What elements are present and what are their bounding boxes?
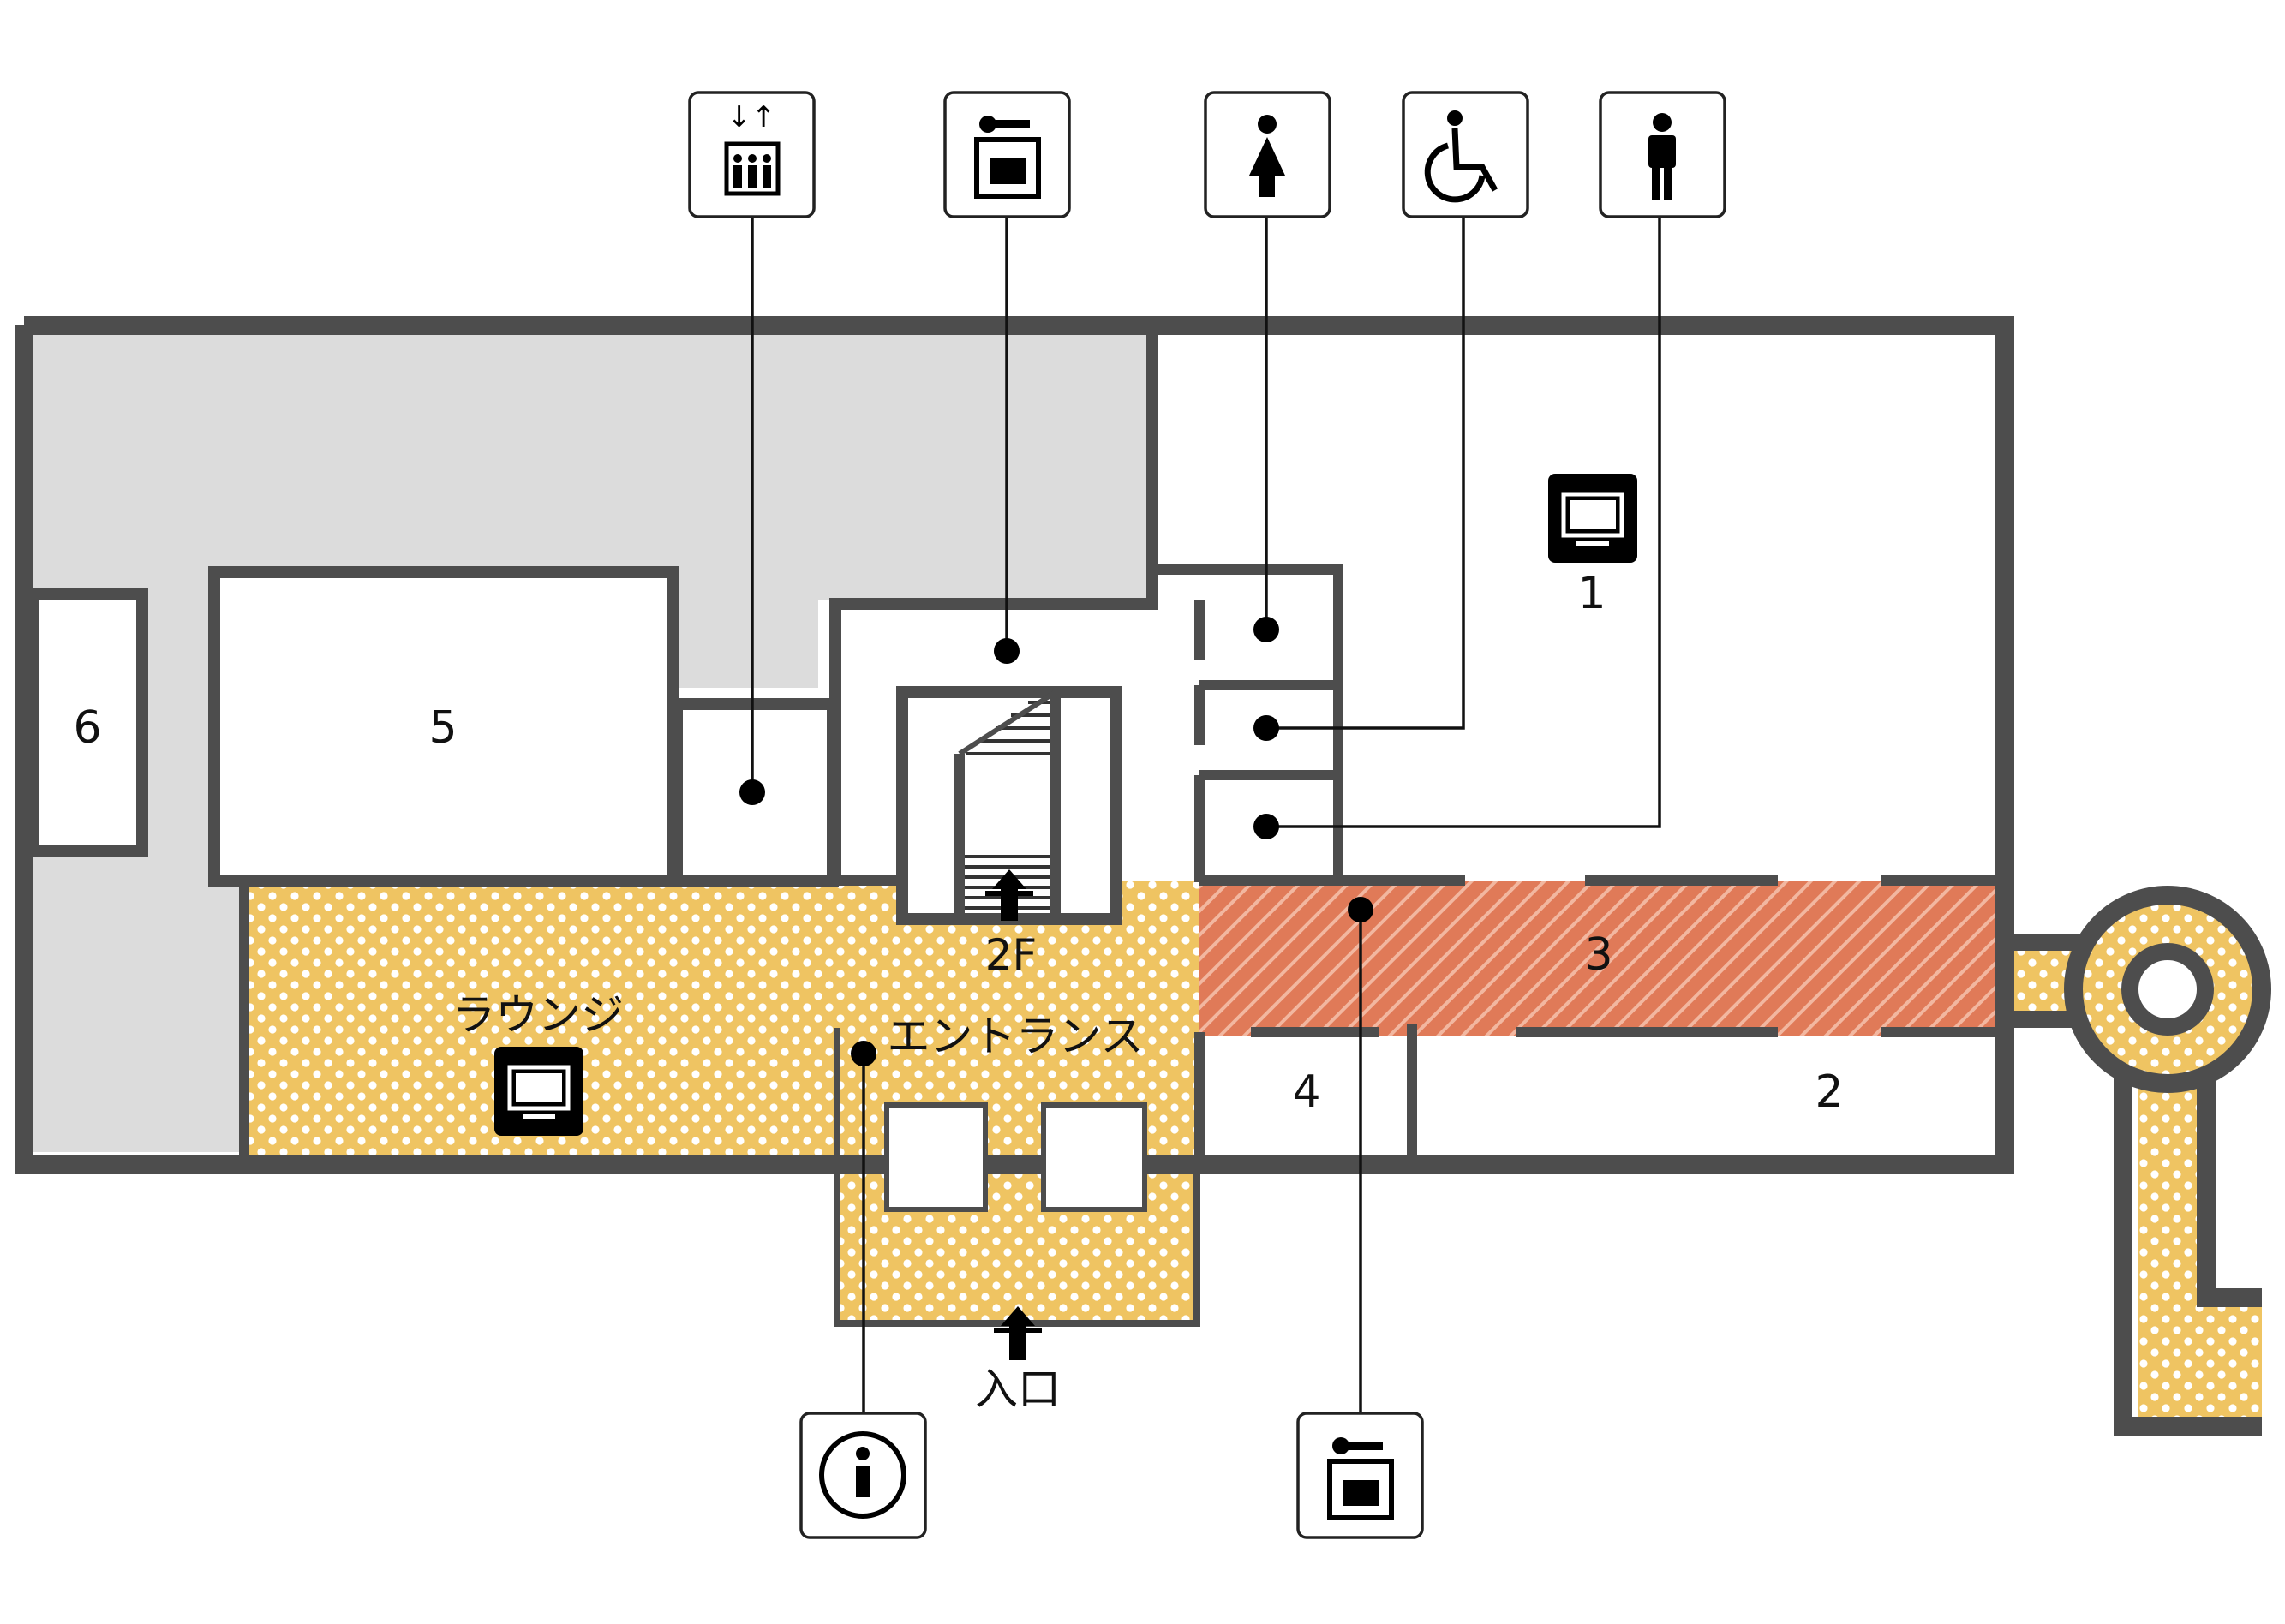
elevator-icon: ↓↑ (688, 91, 816, 218)
room-5 (208, 566, 679, 887)
womens-restroom-icon (1204, 91, 1331, 218)
accessible-restroom-icon (1402, 91, 1529, 218)
room-6-label: 6 (73, 702, 101, 754)
information-icon (799, 1412, 927, 1539)
room-5-label: 5 (428, 702, 457, 754)
room-2-label: 2 (1815, 1066, 1843, 1118)
entry-label: 入口 (975, 1364, 1061, 1414)
room-1-label: 1 (1577, 568, 1606, 619)
mens-restroom-icon (1599, 91, 1726, 218)
room-4-label: 4 (1292, 1066, 1320, 1118)
entry-arrow (994, 1306, 1042, 1360)
room-6 (27, 588, 148, 857)
entrance-door-left (884, 1102, 988, 1212)
coin-locker-icon (943, 91, 1071, 218)
lounge-label: ラウンジ (452, 990, 624, 1040)
entrance-door-right (1041, 1102, 1147, 1212)
stairs-2f-label: 2F (985, 930, 1038, 980)
restricted-area (24, 325, 1148, 1152)
corridor-3-area (1199, 881, 2001, 1036)
lounge-monitor-icon (494, 1047, 583, 1136)
svg-text:↓↑: ↓↑ (727, 100, 776, 134)
room-3-label: 3 (1584, 929, 1612, 981)
monitor-icon (1548, 474, 1637, 563)
outer-corridor-exit (2193, 1306, 2262, 1418)
coin-locker-icon-lower (1296, 1412, 1424, 1539)
entrance-label: エントランス (888, 1012, 1144, 1061)
stairs-up-arrow (985, 869, 1033, 921)
